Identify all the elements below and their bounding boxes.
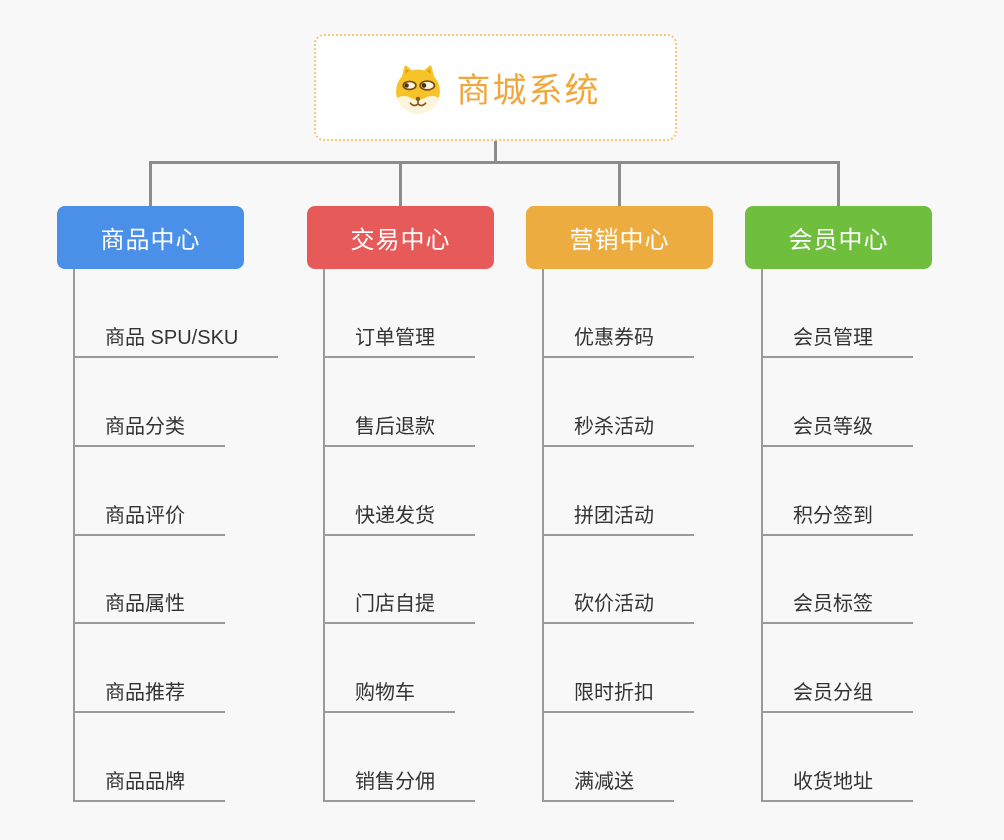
leaf-node[interactable]: 秒杀活动 bbox=[542, 401, 694, 447]
connector-drop-3 bbox=[618, 161, 621, 206]
leaf-node[interactable]: 限时折扣 bbox=[542, 667, 694, 713]
leaf-node[interactable]: 积分签到 bbox=[761, 490, 913, 536]
leaf-node[interactable]: 收货地址 bbox=[761, 756, 913, 802]
leaf-node[interactable]: 商品分类 bbox=[73, 401, 225, 447]
leaf-node[interactable]: 会员管理 bbox=[761, 312, 913, 358]
branch-member-center[interactable]: 会员中心 bbox=[745, 206, 932, 269]
leaf-node[interactable]: 订单管理 bbox=[323, 312, 475, 358]
leaf-node[interactable]: 商品 SPU/SKU bbox=[73, 312, 279, 358]
leaf-node[interactable]: 会员标签 bbox=[761, 578, 913, 624]
branch-label: 交易中心 bbox=[350, 227, 451, 254]
connector-root-stub bbox=[494, 141, 497, 162]
shiba-dog-icon bbox=[395, 64, 440, 113]
leaf-node[interactable]: 会员等级 bbox=[761, 401, 913, 447]
leaf-node[interactable]: 售后退款 bbox=[323, 401, 475, 447]
branch-label: 营销中心 bbox=[569, 227, 670, 254]
leaf-node[interactable]: 拼团活动 bbox=[542, 490, 694, 536]
leaf-node[interactable]: 购物车 bbox=[323, 667, 455, 713]
branch-label: 会员中心 bbox=[788, 227, 889, 254]
root-title: 商城系统 bbox=[456, 72, 601, 110]
leaf-node[interactable]: 优惠券码 bbox=[542, 312, 694, 358]
branch-marketing-center[interactable]: 营销中心 bbox=[526, 206, 713, 269]
leaf-node[interactable]: 商品评价 bbox=[73, 490, 225, 536]
branch-trade-center[interactable]: 交易中心 bbox=[307, 206, 494, 269]
branch-product-center[interactable]: 商品中心 bbox=[57, 206, 244, 269]
leaf-node[interactable]: 销售分佣 bbox=[323, 756, 475, 802]
leaf-node[interactable]: 商品品牌 bbox=[73, 756, 225, 802]
leaf-node[interactable]: 门店自提 bbox=[323, 578, 475, 624]
leaf-node[interactable]: 商品属性 bbox=[73, 578, 225, 624]
branch-label: 商品中心 bbox=[100, 227, 201, 254]
connector-drop-1 bbox=[149, 161, 152, 206]
leaf-node[interactable]: 快递发货 bbox=[323, 490, 475, 536]
root-node-mall-system[interactable]: 商城系统 bbox=[314, 34, 677, 141]
leaf-node[interactable]: 砍价活动 bbox=[542, 578, 694, 624]
connector-bus bbox=[150, 161, 840, 164]
connector-drop-4 bbox=[837, 161, 840, 206]
leaf-node[interactable]: 满减送 bbox=[542, 756, 674, 802]
connector-drop-2 bbox=[399, 161, 402, 206]
leaf-node[interactable]: 会员分组 bbox=[761, 667, 913, 713]
leaf-node[interactable]: 商品推荐 bbox=[73, 667, 225, 713]
